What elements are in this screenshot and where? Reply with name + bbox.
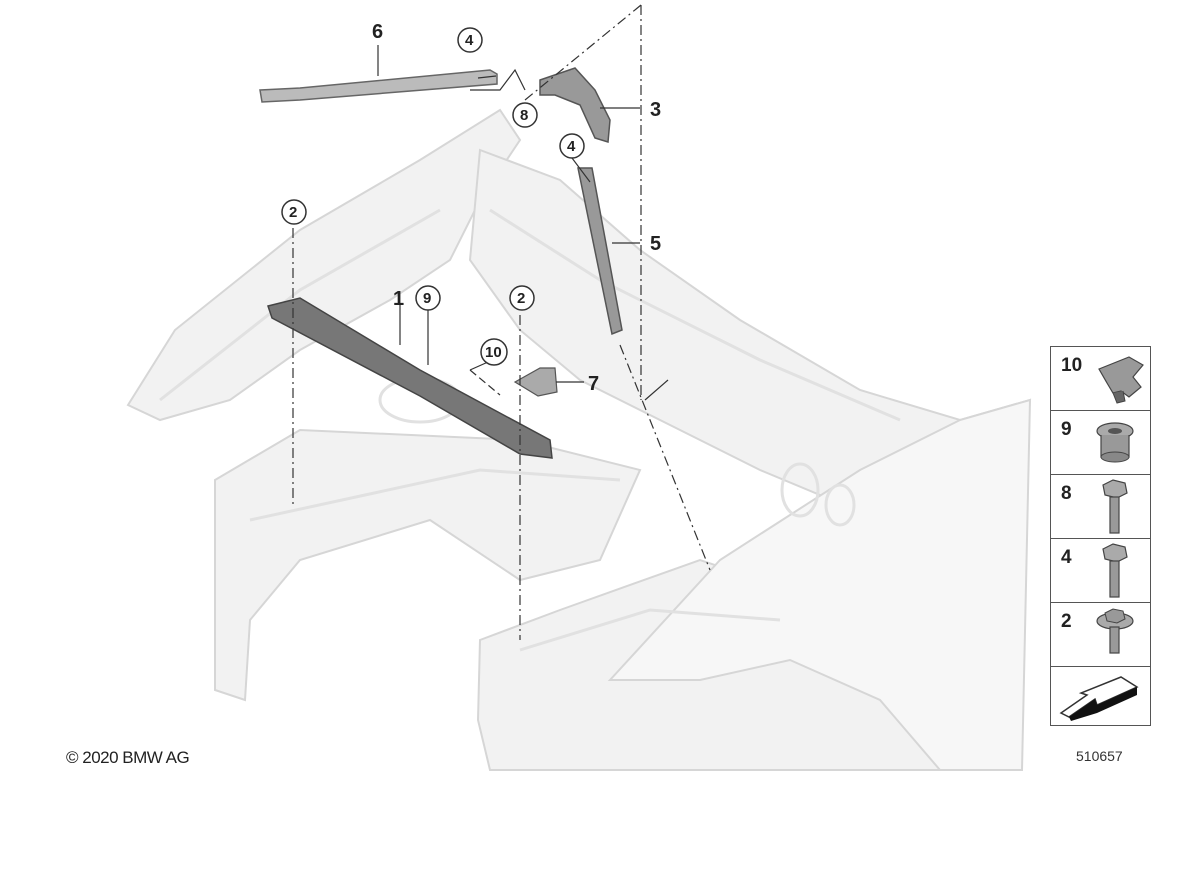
callout-5: 5 [650, 233, 661, 255]
hex-bolt-icon [1102, 543, 1128, 598]
strut-part-6 [259, 69, 498, 103]
legend-item-10: 10 [1051, 347, 1150, 411]
leader-lines [292, 4, 711, 640]
flange-bolt-icon [1096, 608, 1134, 654]
clip-nut-icon [1098, 356, 1144, 404]
legend-label: 10 [1061, 355, 1083, 376]
callout-8: 8 [520, 107, 528, 124]
body-structure-detail [159, 208, 901, 652]
copyright-notice: © 2020 BMW AG [66, 748, 190, 767]
document-number: 510657 [1076, 748, 1123, 764]
callout-10: 10 [485, 344, 502, 361]
callout-4-top: 4 [465, 32, 474, 49]
callout-2-left: 2 [289, 204, 297, 221]
circled-callouts [281, 27, 585, 366]
body-structure-illustration [126, 108, 1032, 771]
legend-item-2: 2 [1051, 603, 1150, 667]
bracket-part-7 [513, 367, 558, 397]
legend-label: 4 [1061, 547, 1072, 568]
legend-item-9: 9 [1051, 411, 1150, 475]
callout-1: 1 [393, 288, 404, 310]
hex-bolt-icon [1102, 479, 1128, 534]
callout-9: 9 [423, 290, 431, 307]
direction-arrow-icon [1059, 676, 1139, 721]
collar-nut-icon [1096, 422, 1134, 463]
callout-6: 6 [372, 21, 383, 43]
legend-label: 2 [1061, 611, 1072, 632]
legend-item-direction [1051, 667, 1150, 725]
callout-7: 7 [588, 373, 599, 395]
legend-item-4: 4 [1051, 539, 1150, 603]
legend-label: 8 [1061, 483, 1072, 504]
fastener-legend: 10 9 8 4 2 [1050, 346, 1151, 726]
callout-4-right: 4 [567, 138, 576, 155]
callout-2-center: 2 [517, 290, 525, 307]
legend-item-8: 8 [1051, 475, 1150, 539]
callout-3: 3 [650, 99, 661, 121]
legend-label: 9 [1061, 419, 1072, 440]
bracket-part-3 [539, 67, 611, 143]
stay-part-5 [577, 167, 623, 336]
strut-part-1 [267, 297, 553, 459]
